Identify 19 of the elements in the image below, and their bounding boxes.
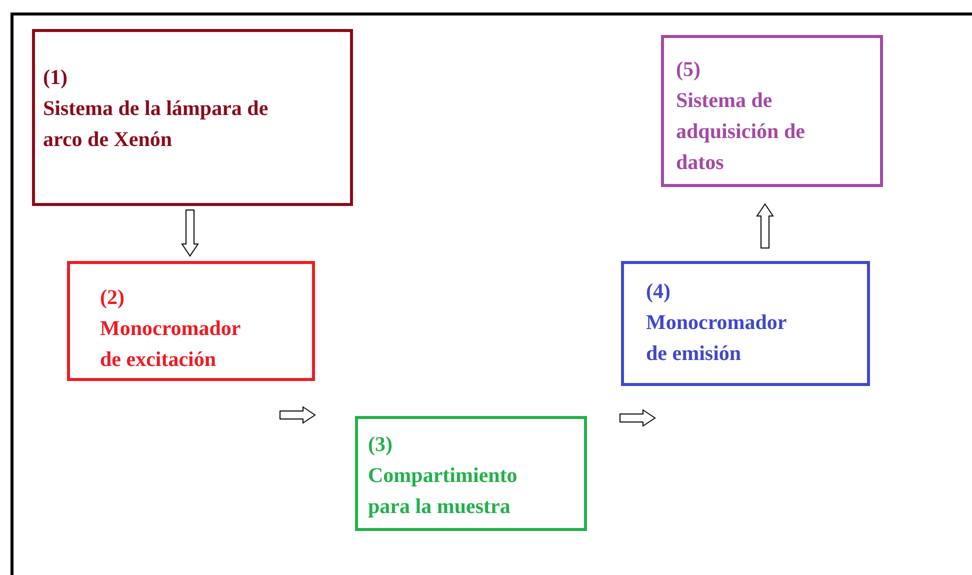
- step-label: Monocromador de excitación: [100, 315, 242, 373]
- process-box: [355, 416, 587, 531]
- step-label: Sistema de la lámpara de arco de Xenón: [43, 95, 270, 153]
- step-label: Monocromador de emisión: [646, 309, 788, 367]
- process-box: [661, 35, 883, 187]
- step-number: (3): [368, 431, 394, 458]
- step-number: (2): [100, 284, 126, 311]
- process-box: [67, 261, 315, 381]
- step-number: (1): [43, 64, 68, 91]
- process-box: [621, 261, 870, 386]
- block-arrow: [756, 203, 774, 248]
- step-number: (5): [676, 56, 702, 83]
- step-number: (4): [646, 278, 672, 305]
- process-box: [32, 29, 353, 206]
- block-arrow: [620, 409, 656, 427]
- block-arrow: [181, 210, 199, 257]
- block-arrow: [280, 406, 316, 424]
- step-label: Sistema de adquisición de datos: [676, 87, 806, 176]
- step-label: Compartimiento para la muestra: [368, 462, 518, 520]
